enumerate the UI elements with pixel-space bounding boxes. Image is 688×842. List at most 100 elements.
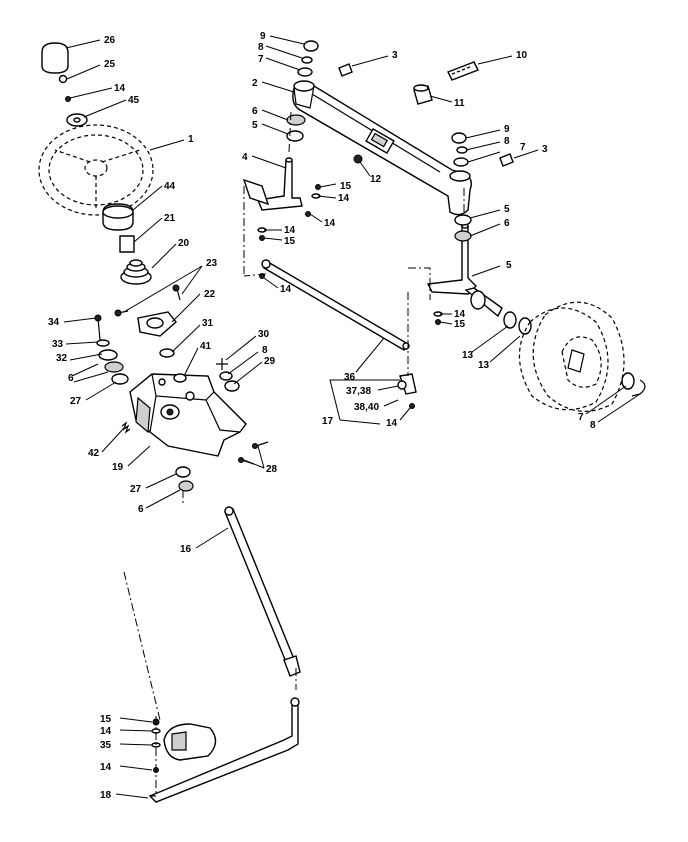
- callout-16: 16: [180, 544, 192, 555]
- spindle-5: [426, 225, 477, 295]
- callout-7: 7: [578, 412, 584, 423]
- callout-21: 21: [164, 213, 176, 224]
- washer-6-spindle: [286, 114, 306, 126]
- washer-6-right: [454, 230, 472, 242]
- tie-rod-36: [263, 261, 409, 351]
- callout-15: 15: [100, 714, 112, 725]
- pin-30: [216, 358, 228, 370]
- callout-13: 13: [478, 360, 490, 371]
- callout-8: 8: [590, 420, 596, 431]
- callout-35: 35: [100, 740, 112, 751]
- callout-14: 14: [114, 83, 126, 94]
- callout-19: 19: [112, 462, 124, 473]
- callout-15: 15: [454, 319, 466, 330]
- callout-15: 15: [340, 181, 352, 192]
- callout-23: 23: [206, 258, 218, 269]
- callout-45: 45: [128, 95, 140, 106]
- callout-9: 9: [260, 31, 266, 42]
- callout-14: 14: [324, 218, 336, 229]
- callout-41: 41: [200, 341, 212, 352]
- washer-6-left: [104, 361, 124, 373]
- fitting-3-right: [499, 153, 514, 167]
- callout-6: 6: [252, 106, 258, 117]
- part-41: [173, 373, 187, 383]
- callout-6: 6: [504, 218, 510, 229]
- callout-10: 10: [516, 50, 528, 61]
- washer-33: [96, 339, 110, 347]
- callout-17: 17: [322, 416, 334, 427]
- bearing-29: [224, 380, 240, 392]
- washer-14-top: [65, 96, 71, 102]
- callout-12: 12: [370, 174, 382, 185]
- steering-column-parts: [38, 42, 301, 803]
- callout-7: 7: [520, 142, 526, 153]
- callout-31: 31: [202, 318, 214, 329]
- washer-31: [159, 348, 175, 358]
- callout-8: 8: [258, 42, 264, 53]
- callout-44: 44: [164, 181, 176, 192]
- callout-14: 14: [100, 726, 112, 737]
- cap-9-left: [303, 40, 319, 52]
- washer-13b: [518, 317, 532, 335]
- callout-26: 26: [104, 35, 116, 46]
- nut-12: [353, 154, 363, 164]
- callout-14: 14: [386, 418, 398, 429]
- callout-14: 14: [280, 284, 292, 295]
- callout-6: 6: [68, 373, 74, 384]
- cap-9-right: [451, 132, 467, 144]
- bearing-27-left: [111, 373, 129, 385]
- callout-38-40: 38,40: [354, 402, 379, 413]
- front-wheel: [518, 301, 625, 412]
- callout-14: 14: [338, 193, 350, 204]
- axle-assembly: [242, 40, 646, 690]
- callout-37-38: 37,38: [346, 386, 371, 397]
- callout-14: 14: [100, 762, 112, 773]
- callout-32: 32: [56, 353, 68, 364]
- callout-6: 6: [138, 504, 144, 515]
- callout-20: 20: [178, 238, 190, 249]
- washer-8-left: [219, 371, 233, 381]
- leader-lines: [63, 35, 641, 799]
- callout-28: 28: [266, 464, 278, 475]
- callout-5: 5: [506, 260, 512, 271]
- washer-32: [98, 349, 118, 361]
- callout-14: 14: [454, 309, 466, 320]
- callout-7: 7: [258, 54, 264, 65]
- callout-14: 14: [284, 225, 296, 236]
- washer-6-lower: [178, 480, 194, 492]
- callout-11: 11: [454, 98, 465, 109]
- adapter-21: [119, 235, 135, 253]
- callout-5: 5: [504, 204, 510, 215]
- steering-wheel: [38, 124, 154, 216]
- callout-22: 22: [204, 289, 216, 300]
- callout-33: 33: [52, 339, 64, 350]
- bolt-10: [447, 61, 479, 81]
- callout-5: 5: [252, 120, 258, 131]
- callout-42: 42: [88, 448, 100, 459]
- washer-8-right: [456, 146, 468, 154]
- nut-25: [58, 74, 68, 84]
- callout-2: 2: [252, 78, 258, 89]
- callout-27: 27: [130, 484, 142, 495]
- bolt-28a: [255, 441, 269, 447]
- callout-29: 29: [264, 356, 276, 367]
- bolt-34: [97, 317, 101, 341]
- spindle-4: [257, 159, 303, 211]
- callout-4: 4: [242, 152, 248, 163]
- callout-3: 3: [392, 50, 398, 61]
- callout-8: 8: [504, 136, 510, 147]
- callout-13: 13: [462, 350, 474, 361]
- fitting-3-left: [338, 63, 353, 77]
- callout-36: 36: [344, 372, 356, 383]
- callout-3: 3: [542, 144, 548, 155]
- washer-5-right: [454, 214, 472, 226]
- bearing-27-lower: [175, 466, 191, 478]
- callout-18: 18: [100, 790, 112, 801]
- spring-42: [121, 421, 131, 434]
- washer-5-spindle: [286, 130, 304, 142]
- callout-27: 27: [70, 396, 82, 407]
- washer-13a: [503, 311, 517, 329]
- callout-8: 8: [262, 345, 268, 356]
- callout-9: 9: [504, 124, 510, 135]
